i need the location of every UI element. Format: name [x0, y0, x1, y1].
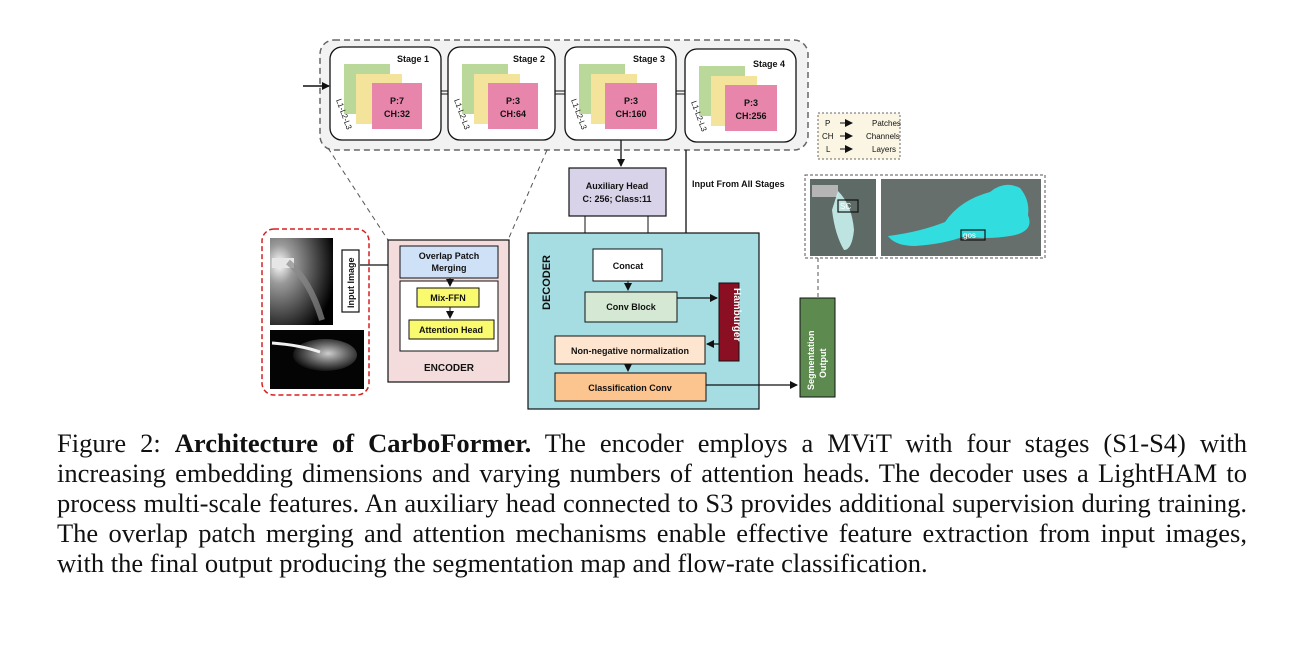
- stage-4: Stage 4 L1-L2-L3 P:3 CH:256: [684, 48, 797, 143]
- encoder-title: ENCODER: [424, 363, 475, 374]
- svg-text:Classification Conv: Classification Conv: [588, 383, 672, 393]
- svg-text:Mix-FFN: Mix-FFN: [430, 293, 466, 303]
- stage-channels: CH:32: [384, 109, 410, 119]
- output-label-large: gos: [963, 231, 976, 240]
- stage-channels: CH:64: [500, 109, 526, 119]
- caption-title: Architecture of CarboFormer.: [174, 428, 532, 458]
- hamburger: [718, 282, 740, 362]
- legend-key: L: [826, 145, 831, 154]
- stage-title: Stage 3: [633, 54, 665, 64]
- segmentation-output: Segmentation Output: [799, 297, 836, 398]
- svg-text:Merging: Merging: [432, 263, 467, 273]
- svg-text:Segmentation: Segmentation: [806, 330, 816, 390]
- stage-channels: CH:160: [615, 109, 646, 119]
- legend-value: Layers: [872, 145, 896, 154]
- svg-text:Conv Block: Conv Block: [606, 302, 657, 312]
- input-from-all-stages: Input From All Stages: [692, 179, 785, 189]
- svg-text:Auxiliary Head: Auxiliary Head: [586, 181, 649, 191]
- attention-head: [408, 319, 495, 340]
- legend-key: CH: [822, 132, 834, 141]
- conv-block: [584, 291, 678, 323]
- svg-text:Overlap Patch: Overlap Patch: [419, 251, 480, 261]
- svg-text:Concat: Concat: [613, 261, 644, 271]
- stage-2: Stage 2 L1-L2-L3 P:3 CH:64: [447, 46, 556, 141]
- stage-channels: CH:256: [735, 111, 766, 121]
- output-images: SC gos: [804, 174, 1046, 259]
- figure-caption: Figure 2: Architecture of CarboFormer. T…: [57, 428, 1247, 578]
- stage-patches: P:3: [506, 96, 520, 106]
- caption-prefix: Figure 2:: [57, 428, 175, 458]
- svg-text:Hamburger: Hamburger: [731, 288, 742, 341]
- legend: P Patches CH Channels L Layers: [817, 112, 901, 160]
- stage-patches: P:3: [624, 96, 638, 106]
- svg-text:Non-negative normalization: Non-negative normalization: [571, 346, 689, 356]
- legend-key: P: [825, 119, 830, 128]
- stage-1: Stage 1 L1-L2-L3 P:7 CH:32: [329, 46, 442, 141]
- stage-title: Stage 1: [397, 54, 429, 64]
- svg-text:C: 256; Class:11: C: 256; Class:11: [582, 194, 651, 204]
- decoder-title: DECODER: [541, 255, 553, 310]
- legend-value: Channels: [866, 132, 900, 141]
- output-label-small: SC: [840, 202, 851, 211]
- svg-text:Attention Head: Attention Head: [419, 325, 483, 335]
- stage-title: Stage 4: [753, 59, 785, 69]
- classification-conv: [554, 372, 707, 402]
- input-image-label-box: [341, 249, 360, 313]
- stage-patches: P:7: [390, 96, 404, 106]
- architecture-diagram: Stage 1 L1-L2-L3 P:7 CH:32 Stage 2 L1-L2…: [261, 39, 1046, 410]
- mix-ffn: [416, 287, 480, 308]
- stage-patches: P:3: [744, 98, 758, 108]
- stage-title: Stage 2: [513, 54, 545, 64]
- stage-3: Stage 3 L1-L2-L3 P:3 CH:160: [564, 46, 677, 141]
- caption-body: The encoder employs a MViT with four sta…: [57, 428, 1247, 578]
- overlap-patch-merging: [399, 245, 499, 279]
- auxiliary-head: Auxiliary Head C: 256; Class:11: [568, 167, 667, 217]
- svg-text:Output: Output: [818, 349, 828, 379]
- decoder-block: DECODER Concat Conv Block Hamburger Non-…: [527, 232, 760, 410]
- input-image-label: Input Image: [346, 257, 356, 308]
- encoder-block: Overlap Patch Merging Mix-FFN Attention …: [387, 239, 510, 383]
- legend-value: Patches: [872, 119, 901, 128]
